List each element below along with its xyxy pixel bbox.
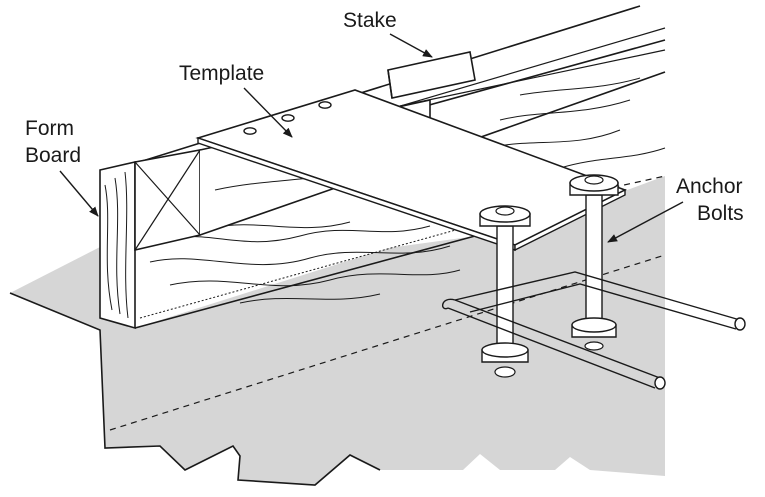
label-anchor-bolts-line2: Bolts: [697, 202, 744, 225]
label-form-board-line1: Form: [25, 117, 74, 140]
label-template: Template: [179, 62, 264, 85]
leader-anchor-bolts: [607, 201, 684, 243]
rebar: [442, 271, 746, 390]
leader-form-board: [59, 170, 99, 217]
stake: [387, 51, 476, 99]
template-hole: [281, 114, 295, 122]
label-form-board-line2: Board: [25, 144, 81, 167]
leader-stake: [389, 33, 433, 58]
anchor-bolt-back: [569, 174, 619, 351]
footing-edge-dashed: [109, 254, 666, 431]
leader-template: [243, 87, 293, 138]
label-anchor-bolts-line1: Anchor: [676, 175, 743, 198]
label-stake: Stake: [343, 9, 397, 32]
template-hole: [243, 127, 257, 135]
callouts: Stake Template Form Board Anchor Bolts: [25, 9, 744, 243]
anchor-bolt-front: [479, 205, 531, 378]
template-hole: [318, 101, 332, 109]
template-plate: [195, 89, 628, 252]
